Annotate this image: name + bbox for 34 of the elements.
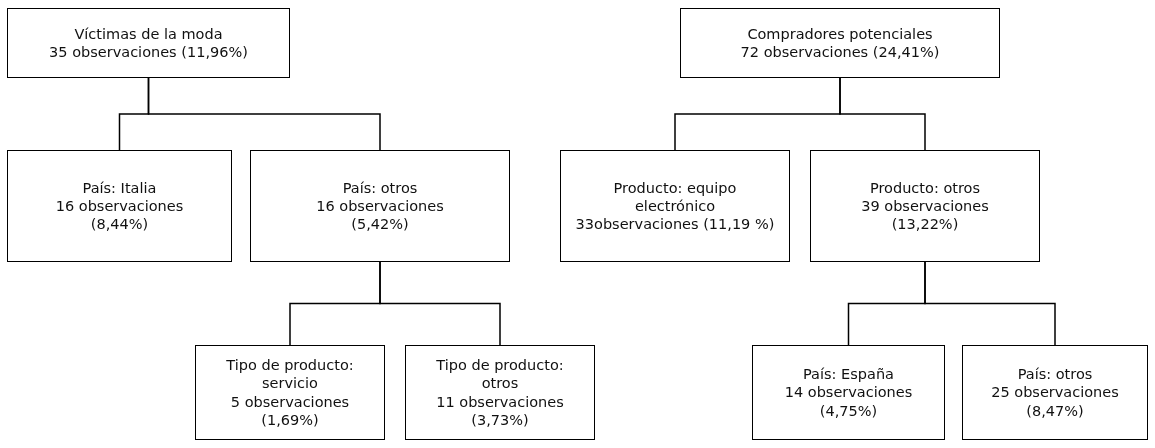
node-title: Producto: equipo electrónico <box>612 178 738 216</box>
connector-line <box>839 77 926 151</box>
node-box <box>250 150 510 262</box>
node-title: Tipo de producto: servicio <box>225 356 355 393</box>
node-title: Tipo de producto: otros <box>435 356 565 393</box>
node-title: País: otros <box>1017 365 1093 384</box>
node-count: 11 observaciones (3,73%) <box>435 392 565 429</box>
node-title: Producto: otros <box>869 178 980 197</box>
node-count: 5 observaciones (1,69%) <box>229 392 351 429</box>
node-count: 16 observaciones (8,44%) <box>54 196 185 234</box>
node-count: 72 observaciones (24,41%) <box>740 43 940 62</box>
connector-line <box>924 261 1056 346</box>
node-count: 35 observaciones (11,96%) <box>49 43 248 62</box>
node-box <box>7 150 232 262</box>
node-box <box>752 345 945 440</box>
node-box <box>680 8 1000 78</box>
node-title: Víctimas de la moda <box>74 24 223 43</box>
node-title: Compradores potenciales <box>747 24 933 43</box>
node-box <box>405 345 595 440</box>
node-title: País: otros <box>342 178 418 197</box>
node-count: 25 observaciones (8,47%) <box>990 383 1120 420</box>
node-count: 39 observaciones (13,22%) <box>860 196 990 234</box>
node-count: 16 observaciones (5,42%) <box>315 196 445 234</box>
node-box <box>195 345 385 440</box>
node-box <box>962 345 1148 440</box>
node-title: País: Italia <box>82 178 157 197</box>
node-count: 14 observaciones (4,75%) <box>783 383 914 420</box>
connector-line <box>379 261 501 346</box>
node-box <box>560 150 790 262</box>
node-title: País: España <box>803 365 894 384</box>
node-box <box>7 8 290 78</box>
connector-line <box>147 77 381 151</box>
node-box <box>810 150 1040 262</box>
node-count: 33observaciones (11,19 %) <box>575 215 775 234</box>
